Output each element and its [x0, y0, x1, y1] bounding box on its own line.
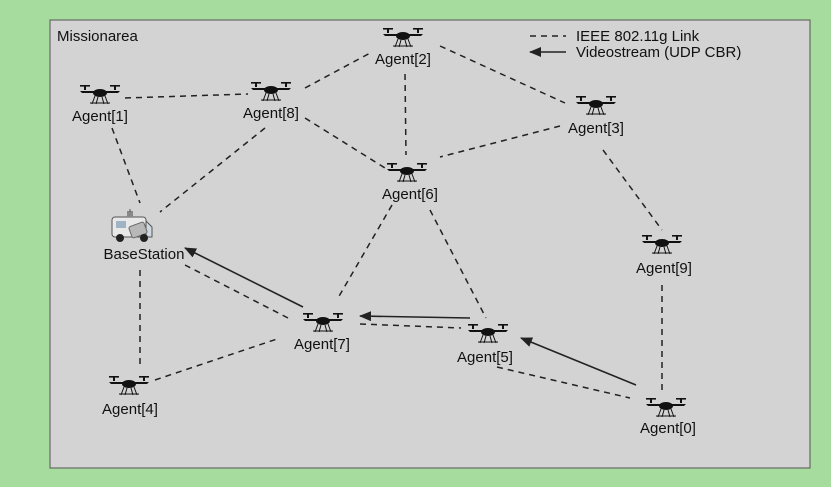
link-agent7-agent5	[359, 323, 462, 329]
stream-agent0-to-agent5	[520, 337, 637, 386]
node-label: Agent[4]	[102, 401, 158, 418]
link-agent6-agent5	[429, 209, 487, 319]
link-agent5-agent0	[496, 366, 631, 399]
node-label: BaseStation	[104, 246, 185, 263]
link-agent7-base	[184, 264, 289, 319]
streams-layer	[184, 247, 637, 386]
node-agent2: Agent[2]	[375, 27, 431, 68]
node-agent8: Agent[8]	[243, 81, 299, 122]
node-agent9: Agent[9]	[636, 234, 692, 277]
node-label: Agent[9]	[636, 260, 692, 277]
link-agent1-agent8	[124, 93, 249, 99]
links-layer	[111, 45, 663, 399]
node-agent5: Agent[5]	[457, 323, 513, 366]
node-agent1: Agent[1]	[72, 84, 128, 125]
node-agent0: Agent[0]	[640, 397, 696, 437]
node-agent4: Agent[4]	[102, 375, 158, 418]
node-label: Agent[3]	[568, 120, 624, 137]
node-agent6: Agent[6]	[382, 162, 438, 203]
link-agent8-agent6	[304, 117, 386, 169]
link-agent8-agent2	[304, 51, 373, 89]
link-agent1-base	[111, 127, 141, 204]
legend-stream-label: Videostream (UDP CBR)	[576, 44, 741, 61]
legend-link-label: IEEE 802.11g Link	[576, 28, 700, 45]
node-agent7: Agent[7]	[294, 312, 350, 353]
mission-area-title: Missionarea	[57, 28, 139, 45]
link-agent3-agent9	[602, 149, 663, 231]
node-base: BaseStation	[104, 209, 185, 263]
node-label: Agent[6]	[382, 186, 438, 203]
node-label: Agent[5]	[457, 349, 513, 366]
node-label: Agent[7]	[294, 336, 350, 353]
mission-area	[49, 19, 811, 469]
link-agent2-agent3	[439, 45, 566, 104]
stream-agent7-to-base	[184, 247, 304, 308]
node-agent3: Agent[3]	[568, 95, 624, 137]
stream-agent5-to-agent7	[359, 311, 471, 322]
link-agent3-agent6	[439, 125, 561, 158]
node-label: Agent[1]	[72, 108, 128, 125]
nodes-layer: Agent[2] Agent[1] Agent[8] Agent[3] Agent[6]…	[72, 27, 696, 437]
link-agent8-base	[159, 127, 266, 213]
node-label: Agent[2]	[375, 51, 431, 68]
node-label: Agent[0]	[640, 420, 696, 437]
node-label: Agent[8]	[243, 105, 299, 122]
link-agent2-agent6	[404, 73, 407, 156]
link-agent6-agent7	[337, 204, 393, 299]
